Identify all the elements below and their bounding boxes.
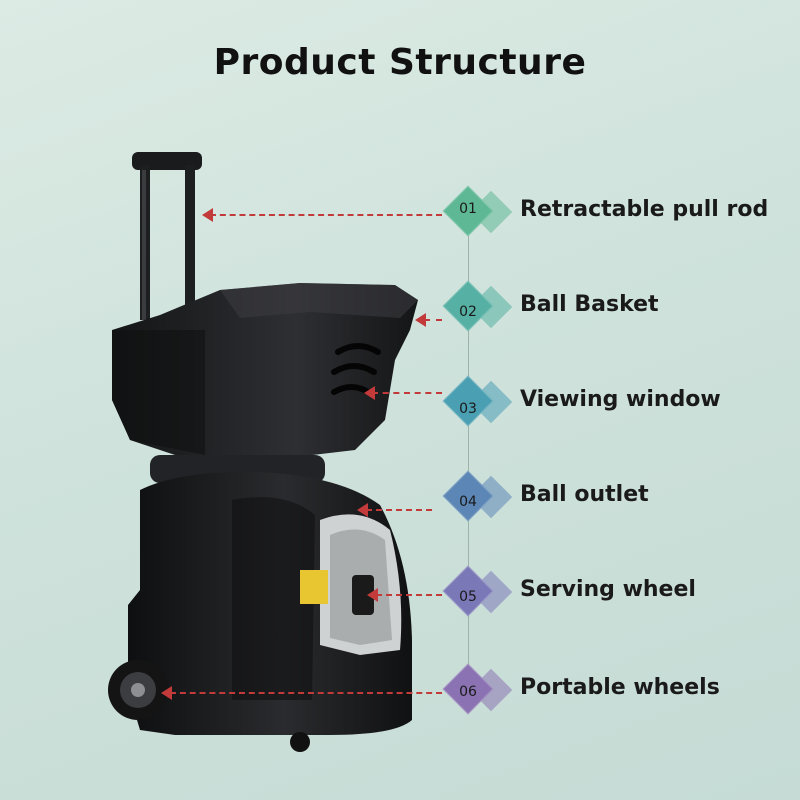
portable-wheel bbox=[108, 660, 168, 720]
pointer-arrow-head bbox=[367, 588, 378, 602]
callout-01: 01 Retractable pull rod bbox=[0, 185, 800, 243]
ball-basket bbox=[112, 283, 418, 460]
warning-sticker bbox=[300, 570, 328, 604]
item-label: Ball outlet bbox=[520, 482, 649, 507]
item-number: 01 bbox=[459, 201, 477, 217]
pointer-arrow bbox=[170, 692, 442, 694]
pointer-arrow-head bbox=[357, 503, 368, 517]
pointer-arrow-head bbox=[161, 686, 172, 700]
connector-line bbox=[468, 228, 469, 698]
callout-05: 05 Serving wheel bbox=[0, 565, 800, 623]
pointer-arrow-head bbox=[202, 208, 213, 222]
rear-foot bbox=[290, 732, 310, 752]
pointer-arrow bbox=[424, 319, 442, 321]
item-label: Portable wheels bbox=[520, 675, 720, 700]
item-label: Retractable pull rod bbox=[520, 197, 769, 222]
pull-rod bbox=[132, 152, 202, 320]
item-number: 04 bbox=[459, 494, 477, 510]
item-number: 06 bbox=[459, 684, 477, 700]
callout-02: 02 Ball Basket bbox=[0, 280, 800, 338]
callout-03: 03 Viewing window bbox=[0, 375, 800, 433]
pointer-arrow bbox=[366, 509, 432, 511]
item-label: Serving wheel bbox=[520, 577, 696, 602]
item-label: Ball Basket bbox=[520, 292, 659, 317]
item-number: 03 bbox=[459, 401, 477, 417]
pointer-arrow bbox=[372, 392, 442, 394]
item-number: 05 bbox=[459, 589, 477, 605]
pointer-arrow-head bbox=[364, 386, 375, 400]
pointer-arrow-head bbox=[415, 313, 426, 327]
item-label: Viewing window bbox=[520, 387, 721, 412]
callout-04: 04 Ball outlet bbox=[0, 470, 800, 528]
pointer-arrow bbox=[210, 214, 442, 216]
ball-outlet-window bbox=[320, 514, 402, 655]
page-title: Product Structure bbox=[213, 42, 587, 83]
callout-06: 06 Portable wheels bbox=[0, 663, 800, 721]
item-number: 02 bbox=[459, 304, 477, 320]
pointer-arrow bbox=[376, 594, 442, 596]
